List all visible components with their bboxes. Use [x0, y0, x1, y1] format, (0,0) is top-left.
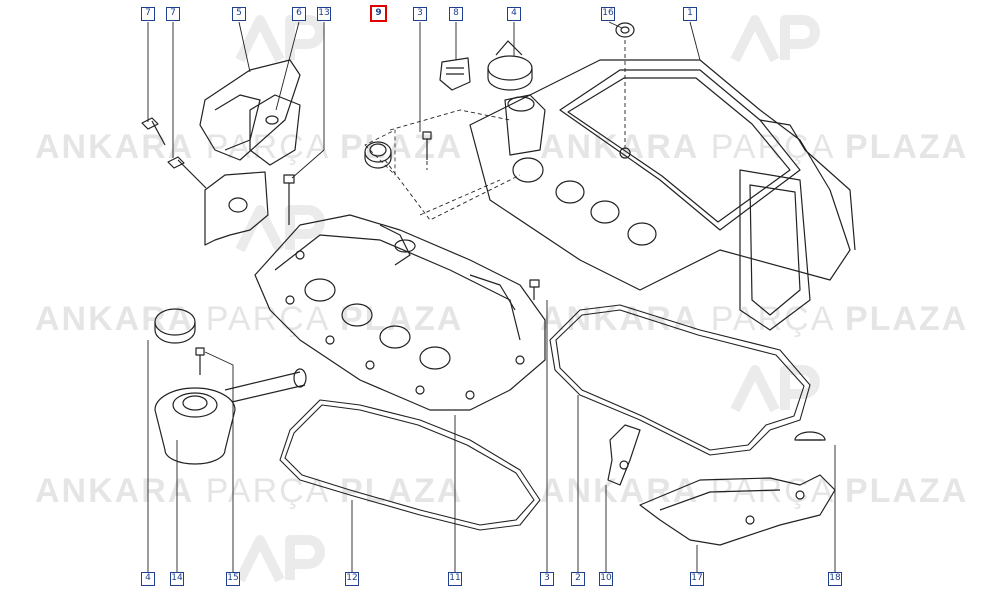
gasket-part-12 [279, 399, 541, 531]
callout-3-bottom[interactable]: 3 [540, 572, 554, 586]
callout-7-b[interactable]: 7 [166, 7, 180, 21]
plug-part-18 [794, 431, 826, 441]
callout-8[interactable]: 8 [449, 7, 463, 21]
callout-2[interactable]: 2 [571, 572, 585, 586]
gasket-part-2 [549, 304, 811, 456]
callout-15[interactable]: 15 [226, 572, 240, 586]
bracket-part-10 [607, 424, 641, 486]
callout-6[interactable]: 6 [292, 7, 306, 21]
callout-11[interactable]: 11 [448, 572, 462, 586]
callout-1[interactable]: 1 [683, 7, 697, 21]
callout-3-top[interactable]: 3 [413, 7, 427, 21]
filler-cap-part-4-left [154, 308, 196, 344]
callout-7-a[interactable]: 7 [141, 7, 155, 21]
watermark-row-3-right: ANKARA PARÇA PLAZA [540, 472, 969, 510]
callout-10[interactable]: 10 [599, 572, 613, 586]
watermark-row-2-left: ANKARA PARÇA PLAZA [35, 300, 464, 338]
cover-part-6 [249, 94, 301, 166]
screw-part-15 [195, 347, 205, 375]
bolts-part-7 [141, 117, 207, 189]
callout-4-top[interactable]: 4 [507, 7, 521, 21]
heat-shield-part-17 [639, 474, 836, 546]
callout-17[interactable]: 17 [690, 572, 704, 586]
oil-separator-part-14 [154, 368, 307, 465]
callout-5[interactable]: 5 [232, 7, 246, 21]
seal-ring-part-9 [364, 141, 392, 169]
callout-14[interactable]: 14 [170, 572, 184, 586]
callout-12[interactable]: 12 [345, 572, 359, 586]
intake-cover-part-1 [469, 59, 856, 331]
watermark-row-1-left: ANKARA PARÇA PLAZA [35, 128, 464, 166]
watermark-row-2-right: ANKARA PARÇA PLAZA [540, 300, 969, 338]
callout-9-highlighted[interactable]: 9 [370, 5, 387, 22]
bolt-part-13 [283, 174, 295, 225]
callout-16[interactable]: 16 [601, 7, 615, 21]
valve-cover-part-11 [254, 214, 546, 411]
cover-part-5 [199, 59, 301, 161]
callout-13[interactable]: 13 [317, 7, 331, 21]
callout-18[interactable]: 18 [828, 572, 842, 586]
grommet-part-16 [615, 22, 635, 38]
callout-4-bottom[interactable]: 4 [141, 572, 155, 586]
bolt-part-3-top [422, 131, 432, 160]
bolt-part-3-bottom [529, 279, 540, 300]
oil-filler-cap-part-4 [487, 40, 533, 91]
watermark-row-3-left: ANKARA PARÇA PLAZA [35, 472, 464, 510]
support-bracket [204, 171, 269, 246]
bracket-part-8 [439, 57, 471, 91]
